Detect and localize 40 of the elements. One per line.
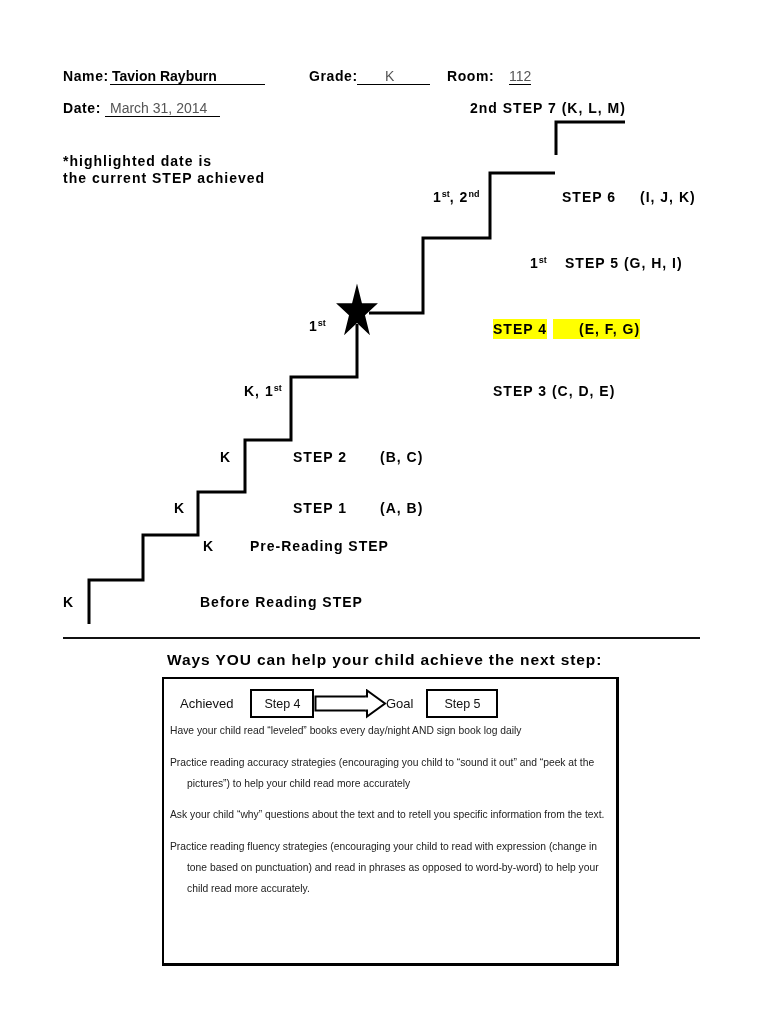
fill-in-field: Tavion Rayburn: [110, 68, 265, 85]
grade-label: 1$^{st}$, 2$^{nd}$: [433, 189, 480, 205]
level-label: STEP 6: [562, 189, 616, 205]
note-text: *highlighted date is the current STEP achieved: [63, 153, 266, 187]
grade-label: K: [174, 500, 186, 516]
grade-label: K: [63, 594, 75, 610]
level-label: STEP 2: [293, 449, 347, 465]
level-label: (B, C): [380, 449, 424, 465]
instruction-text: Practice reading fluency strategies (encouraging your child to read with expression (change in tone based on punctuation) and read in phrases as opposed to word-by-word) to help your child read more accurately.: [170, 839, 600, 896]
level-label: STEP 4: [493, 319, 547, 339]
level-label: STEP 3 (C, D, E): [493, 383, 616, 399]
field-label: Goal: [386, 696, 414, 711]
level-label: (E, F, G): [553, 319, 641, 339]
level-label: STEP 5 (G, H, I): [565, 255, 683, 271]
instruction-text: Ask your child “why” questions about the text and to retell you specific information from the text.: [170, 808, 606, 822]
grade-label: K, 1$^{st}$: [244, 383, 282, 399]
level-box: Step 5: [426, 689, 499, 718]
form-label: Grade:: [309, 68, 358, 84]
fill-in-field: 112: [509, 68, 532, 85]
grade-label: K: [220, 449, 232, 465]
fill-in-field: March 31, 2014: [105, 100, 220, 117]
instruction-text: Have your child read “leveled” books every day/night AND sign book log daily: [170, 724, 523, 738]
level-label: (A, B): [380, 500, 424, 516]
level-label: Before Reading STEP: [200, 594, 363, 610]
form-label: Name:: [63, 68, 109, 84]
level-label: Pre-Reading STEP: [250, 538, 389, 554]
grade-label: 1$^{st}$: [530, 255, 547, 271]
instruction-text: Practice reading accuracy strategies (encouraging you child to “sound it out” and “peek at the pictures”) to help your child read more accurately: [170, 755, 596, 791]
tips-panel: [162, 677, 619, 966]
form-label: Date:: [63, 100, 101, 116]
section-heading: Ways YOU can help your child achieve the next step:: [167, 651, 603, 669]
level-label: 2nd STEP 7 (K, L, M): [470, 100, 626, 116]
grade-label: K: [203, 538, 215, 554]
level-label: STEP 1: [293, 500, 347, 516]
level-label: (I, J, K): [640, 189, 696, 205]
form-label: Room:: [447, 68, 495, 84]
level-box: Step 4: [250, 689, 315, 718]
grade-label: 1$^{st}$: [309, 318, 326, 334]
field-label: Achieved: [180, 696, 234, 711]
fill-in-field: K: [357, 68, 430, 85]
